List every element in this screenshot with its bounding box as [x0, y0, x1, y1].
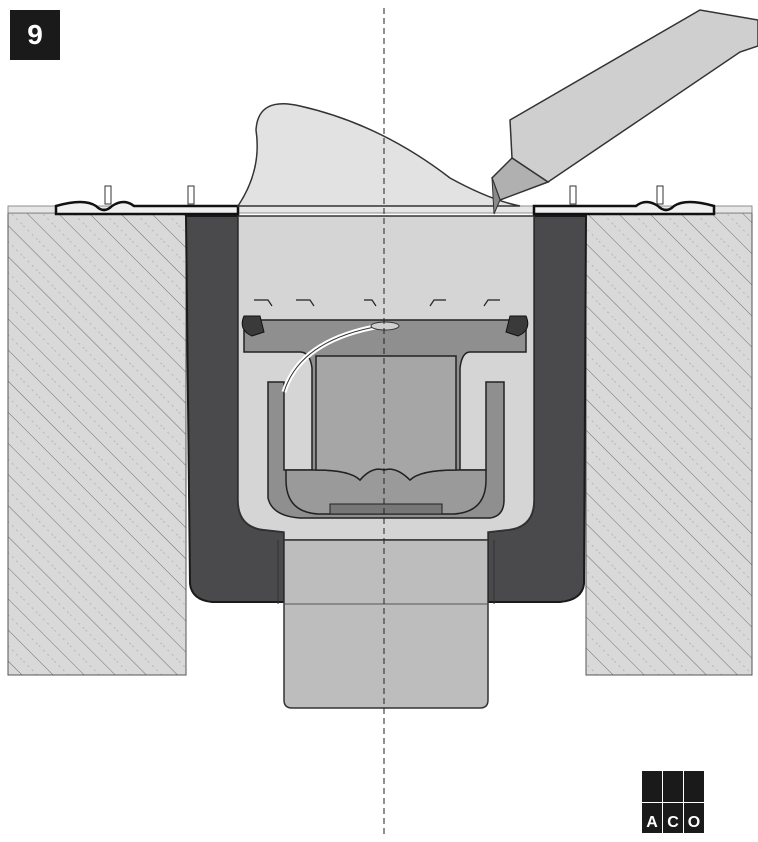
protective-film-icon: [236, 102, 521, 207]
logo-block: [663, 771, 683, 802]
concrete-left: [7, 212, 187, 676]
utility-knife-icon: [491, 9, 758, 215]
logo-letter-a: A: [642, 802, 662, 833]
flange-right: [532, 185, 716, 216]
concrete-right: [585, 212, 753, 676]
aco-logo: A C O: [642, 771, 704, 833]
logo-letter-c: C: [663, 802, 683, 833]
step-number-text: 9: [27, 19, 43, 50]
logo-block: [642, 771, 662, 802]
step-number-badge: 9: [10, 10, 60, 60]
flange-left: [54, 185, 240, 216]
odour-trap: [241, 299, 529, 519]
logo-letter-o: O: [684, 802, 704, 833]
logo-block: [684, 771, 704, 802]
